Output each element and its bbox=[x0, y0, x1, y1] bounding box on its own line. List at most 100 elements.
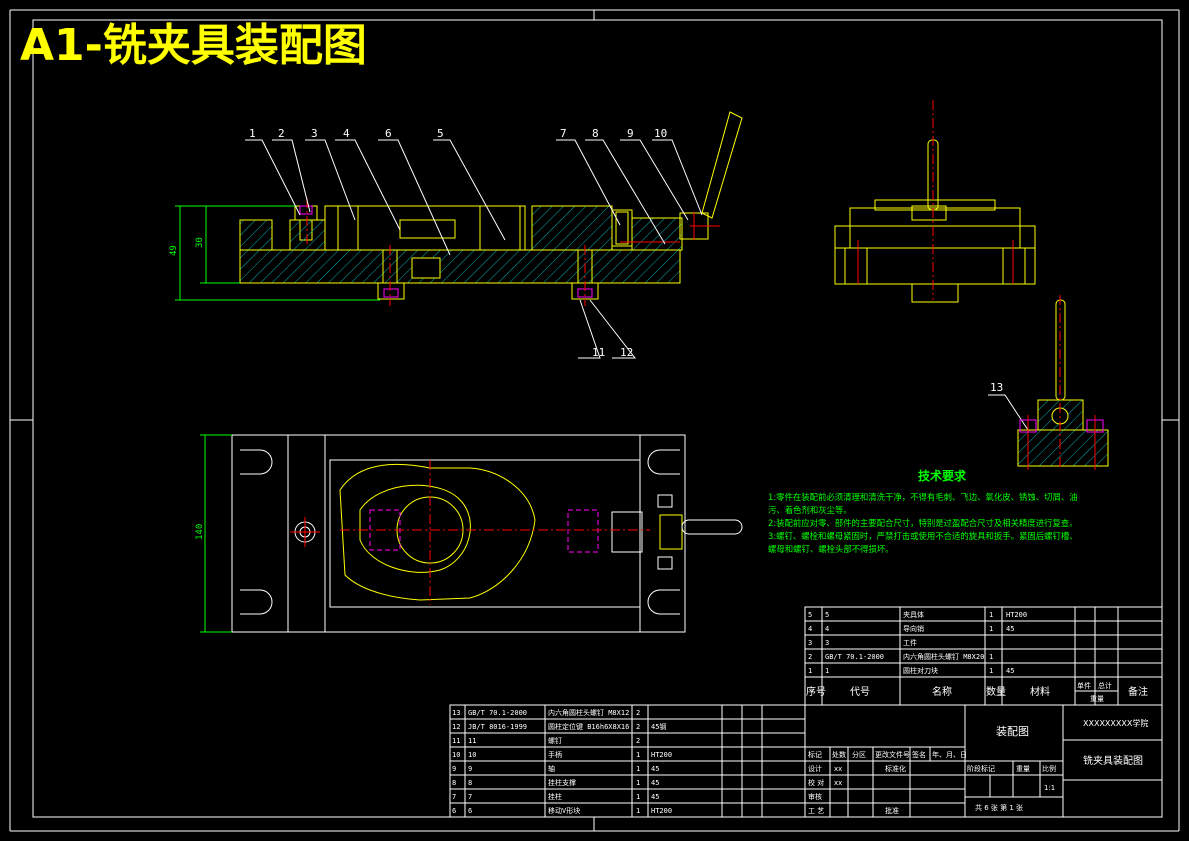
bom-lower-grid bbox=[449, 704, 806, 818]
bom-upper-text: 5 5 夹具体 1 HT200 4 4 导向销 1 45 3 3 工件 2 GB… bbox=[808, 610, 1027, 675]
bom-u-name-3: 内六角圆柱头螺钉 M8X20 bbox=[903, 652, 984, 661]
bom-u-name-1: 导向销 bbox=[903, 624, 924, 633]
bom-l-name-4: 轴 bbox=[548, 764, 555, 773]
bom-h-name: 名称 bbox=[932, 685, 952, 698]
bom-l-qty-6: 1 bbox=[636, 793, 640, 801]
tb-mark-5: 年、月、日 bbox=[932, 750, 967, 759]
bom-u-qty-3: 1 bbox=[989, 653, 993, 661]
bom-l-qty-3: 1 bbox=[636, 751, 640, 759]
bom-l-mat-5: 45 bbox=[651, 779, 659, 787]
part-label-3: 3 bbox=[311, 127, 318, 140]
bom-l-code-2: 11 bbox=[468, 737, 476, 745]
bom-h-remark: 备注 bbox=[1128, 685, 1148, 698]
part-label-7: 7 bbox=[560, 127, 567, 140]
leaders bbox=[245, 139, 1029, 431]
tb-check-val: xx bbox=[834, 779, 842, 787]
tb-mark-4: 签名 bbox=[912, 750, 926, 759]
bom-u-code-1: 4 bbox=[825, 625, 829, 633]
part-label-11: 11 bbox=[592, 346, 605, 359]
dim-front-inner: 30 bbox=[195, 237, 205, 248]
bom-h-qty: 数量 bbox=[986, 685, 1006, 698]
tb-process: 工 艺 bbox=[808, 807, 824, 815]
dim-plan-width: 140 bbox=[195, 524, 205, 540]
bom-l-name-3: 手柄 bbox=[548, 750, 562, 759]
part-label-9: 9 bbox=[627, 127, 634, 140]
bom-l-name-7: 移动V形块 bbox=[548, 806, 580, 815]
bom-l-code-0: GB/T 70.1-2000 bbox=[468, 709, 527, 717]
bom-l-code-5: 8 bbox=[468, 779, 472, 787]
bom-u-name-4: 圆柱对刀块 bbox=[903, 666, 938, 675]
tb-stage-1: 重量 bbox=[1016, 765, 1030, 773]
tb-standard: 标准化 bbox=[885, 764, 906, 773]
tb-mark-0: 标记 bbox=[808, 750, 822, 759]
part-label-13: 13 bbox=[990, 381, 1003, 394]
bom-u-name-0: 夹具体 bbox=[903, 610, 924, 619]
bom-h-weight: 重量 bbox=[1090, 695, 1104, 703]
bom-u-mat-4: 45 bbox=[1006, 667, 1014, 675]
bom-u-name-2: 工件 bbox=[903, 638, 917, 647]
bom-l-name-5: 挂柱支撑 bbox=[548, 778, 576, 787]
plan-dimension bbox=[200, 434, 232, 633]
bom-l-no-4: 9 bbox=[452, 765, 456, 773]
bom-u-mat-1: 45 bbox=[1006, 625, 1014, 633]
tech-line-3: 2:装配前应对零、部件的主要配合尺寸，特别是过盈配合尺寸及相关精度进行复查。 bbox=[768, 518, 1078, 528]
bom-u-code-0: 5 bbox=[825, 611, 829, 619]
tb-approve: 批准 bbox=[885, 806, 899, 815]
part-label-6: 6 bbox=[385, 127, 392, 140]
bom-l-code-6: 7 bbox=[468, 793, 472, 801]
bom-l-code-3: 10 bbox=[468, 751, 476, 759]
plan-view bbox=[231, 434, 743, 633]
drawing-title: A1-铣夹具装配图 bbox=[20, 20, 367, 71]
tb-drawing-type: 装配图 bbox=[996, 725, 1029, 738]
dim-front-outer: 49 bbox=[169, 245, 179, 256]
part-label-2: 2 bbox=[278, 127, 285, 140]
title-block-grid bbox=[804, 704, 1163, 818]
tb-design: 设计 bbox=[808, 764, 822, 773]
bom-l-qty-2: 2 bbox=[636, 737, 640, 745]
bom-u-no-0: 5 bbox=[808, 611, 812, 619]
tb-mark-3: 更改文件号 bbox=[875, 750, 910, 759]
bom-l-mat-7: HT200 bbox=[651, 807, 672, 815]
tech-line-2: 污、着色剂和灰尘等。 bbox=[768, 505, 852, 515]
tech-heading: 技术要求 bbox=[918, 468, 967, 483]
bom-u-qty-0: 1 bbox=[989, 611, 993, 619]
bom-l-code-4: 9 bbox=[468, 765, 472, 773]
bom-l-no-0: 13 bbox=[452, 709, 460, 717]
bom-l-mat-3: HT200 bbox=[651, 751, 672, 759]
part-label-4: 4 bbox=[343, 127, 350, 140]
bom-u-no-1: 4 bbox=[808, 625, 812, 633]
bom-l-no-1: 12 bbox=[452, 723, 460, 731]
tb-sheets: 共 6 张 第 1 张 bbox=[975, 803, 1023, 812]
bom-l-name-6: 挂柱 bbox=[548, 792, 562, 801]
tb-stage-0: 阶段标记 bbox=[967, 764, 995, 773]
bom-upper-grid bbox=[804, 606, 1163, 706]
bom-u-qty-1: 1 bbox=[989, 625, 993, 633]
part-label-12: 12 bbox=[620, 346, 633, 359]
bom-l-mat-4: 45 bbox=[651, 765, 659, 773]
bom-l-qty-5: 1 bbox=[636, 779, 640, 787]
bom-h-total: 总计 bbox=[1098, 681, 1112, 690]
bom-u-no-2: 3 bbox=[808, 639, 812, 647]
bom-h-mat: 材料 bbox=[1030, 685, 1050, 698]
tb-scale: 1:1 bbox=[1044, 784, 1055, 792]
part-label-5: 5 bbox=[437, 127, 444, 140]
bom-h-code: 代号 bbox=[850, 686, 870, 698]
bom-l-no-3: 10 bbox=[452, 751, 460, 759]
tech-line-4: 3:螺钉、螺栓和螺母紧固时，严禁打击或使用不合适的旋具和扳手。紧固后螺钉槽、 bbox=[768, 531, 1078, 541]
bom-u-no-3: 2 bbox=[808, 653, 812, 661]
bom-h-unit: 单件 bbox=[1077, 681, 1091, 690]
bom-l-no-6: 7 bbox=[452, 793, 456, 801]
bom-l-mat-1: 45钢 bbox=[651, 722, 666, 731]
bom-l-no-5: 8 bbox=[452, 779, 456, 787]
bom-u-code-2: 3 bbox=[825, 639, 829, 647]
bom-u-qty-4: 1 bbox=[989, 667, 993, 675]
tech-lines: 1:零件在装配前必须清理和清洗干净，不得有毛刺、飞边、氧化皮、锈蚀、切屑、油 污… bbox=[768, 492, 1078, 554]
tech-line-1: 1:零件在装配前必须清理和清洗干净，不得有毛刺、飞边、氧化皮、锈蚀、切屑、油 bbox=[768, 492, 1078, 502]
bom-u-mat-0: HT200 bbox=[1006, 611, 1027, 619]
bom-l-code-1: JB/T 8016-1999 bbox=[468, 723, 527, 731]
part-labels: 1 2 3 4 6 5 7 8 9 10 11 12 13 bbox=[249, 127, 1003, 394]
tb-design-val: xx bbox=[834, 765, 842, 773]
bom-l-qty-4: 1 bbox=[636, 765, 640, 773]
side-view bbox=[834, 100, 1036, 303]
